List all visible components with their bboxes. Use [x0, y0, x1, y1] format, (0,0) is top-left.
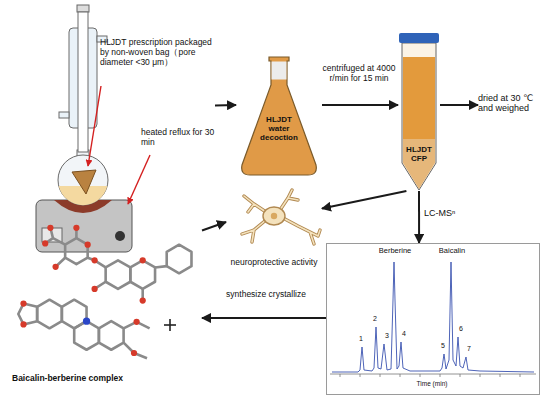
baicalin-molecule — [42, 225, 191, 304]
tube-outline — [398, 33, 440, 191]
peak-number: 2 — [373, 315, 377, 323]
berberine-molecule — [37, 300, 62, 329]
flow-arrow — [202, 317, 326, 319]
round-flask — [58, 155, 108, 205]
step-note: dried at 30 ℃ and weighed — [478, 93, 544, 117]
reflux-condenser — [59, 5, 107, 152]
heating-mantle — [36, 200, 132, 252]
baicalin-molecule — [42, 240, 48, 246]
berberine-molecule — [133, 319, 139, 325]
flow-arrow — [322, 191, 406, 209]
flow-arrow — [440, 104, 478, 106]
baicalin-molecule — [47, 225, 53, 231]
berberine-molecule — [131, 350, 137, 356]
chromatogram-plot — [330, 262, 536, 377]
molecule-panel: Baicalin-berberine complex — [12, 222, 202, 392]
baicalin-molecule — [106, 260, 131, 289]
round-flask — [58, 150, 108, 205]
baicalin-molecule — [45, 228, 167, 301]
tube-outline — [403, 57, 435, 139]
flask-outline — [272, 62, 287, 80]
baicalin-molecule — [65, 238, 88, 264]
node-text: HLJDT water decoction — [256, 115, 302, 143]
centrifuge-tube: HLJDT CFP — [398, 33, 440, 191]
baicalin-molecule — [52, 264, 58, 270]
peak-number: 3 — [385, 332, 389, 340]
plus-sign — [164, 319, 176, 331]
flow-arrow — [418, 191, 420, 243]
baicalin-molecule — [130, 260, 155, 289]
node-text: dried at 30 ℃ and weighed — [478, 93, 544, 114]
edge-label: LC-MSⁿ — [424, 208, 470, 218]
berberine-molecule — [83, 318, 90, 325]
baicalin-molecule — [140, 257, 146, 263]
heating-mantle — [115, 231, 125, 241]
heating-mantle — [36, 200, 132, 252]
berberine-molecule — [74, 321, 99, 350]
flow-arrow — [215, 104, 236, 106]
berberine-molecule — [124, 322, 150, 358]
tube-outline — [402, 43, 436, 190]
round-flask — [72, 170, 96, 194]
leader-line — [88, 86, 101, 166]
plus-sign — [169, 319, 171, 331]
baicalin-molecule — [73, 225, 79, 231]
neuron-picture — [271, 213, 277, 219]
neuron-picture — [242, 190, 320, 244]
chromatogram-panel: Berberine Baicalin — [326, 243, 540, 395]
reflux-condenser — [78, 12, 88, 152]
berberine-molecule — [18, 300, 149, 359]
decoction-flask: HLJDT water decoction — [236, 55, 322, 177]
baicalin-molecule — [42, 225, 146, 304]
leader-line — [128, 155, 150, 204]
neuron-panel: neuroprotective activity — [226, 186, 322, 276]
node-text: HLJDT CFP — [398, 145, 440, 163]
flow-arrow — [322, 104, 398, 106]
berberine-molecule — [18, 300, 149, 359]
berberine-molecule — [20, 321, 26, 327]
berberine-molecule — [20, 300, 26, 306]
neuron-picture — [242, 190, 320, 244]
reflux-condenser — [59, 112, 69, 118]
chromatogram-plot — [330, 374, 536, 375]
flask-outline — [242, 57, 317, 175]
baicalin-molecule — [45, 228, 191, 301]
neuron-picture — [263, 207, 285, 225]
apparatus-panel: HLJDT prescription packaged by non-woven… — [15, 8, 215, 258]
berberine-molecule — [18, 304, 37, 325]
edge-label: centrifuged at 4000 r/min for 15 min — [322, 64, 396, 84]
baicalin-molecule — [140, 297, 146, 303]
node-text: neuroprotective activity — [226, 258, 322, 268]
leader-line — [88, 86, 150, 204]
edge-label: synthesize crystallize — [226, 290, 306, 300]
node-text: Berberine — [373, 247, 417, 256]
peak-number: 4 — [402, 330, 406, 338]
peak-number: 1 — [359, 335, 363, 343]
node-text: Baicalin-berberine complex — [12, 374, 182, 384]
node-text: heated reflux for 30 min — [141, 128, 215, 148]
axis-title: Time (min) — [408, 380, 456, 387]
baicalin-molecule — [167, 245, 192, 274]
node-text: Baicalin — [430, 247, 474, 256]
baicalin-molecule — [91, 257, 97, 263]
baicalin-molecule — [85, 242, 91, 248]
chromatogram-plot — [332, 262, 534, 372]
reflux-condenser — [77, 5, 89, 12]
node-text: HLJDT prescription packaged by non-woven… — [100, 38, 212, 67]
peak-number: 7 — [467, 345, 471, 353]
berberine-molecule — [99, 321, 124, 350]
baicalin-molecule — [91, 286, 97, 292]
flow-arrow — [202, 222, 226, 231]
peak-number: 5 — [441, 342, 445, 350]
tube-outline — [399, 33, 439, 43]
peak-number: 6 — [459, 325, 463, 333]
chromatogram-plot — [340, 374, 520, 377]
berberine-molecule — [20, 300, 139, 356]
